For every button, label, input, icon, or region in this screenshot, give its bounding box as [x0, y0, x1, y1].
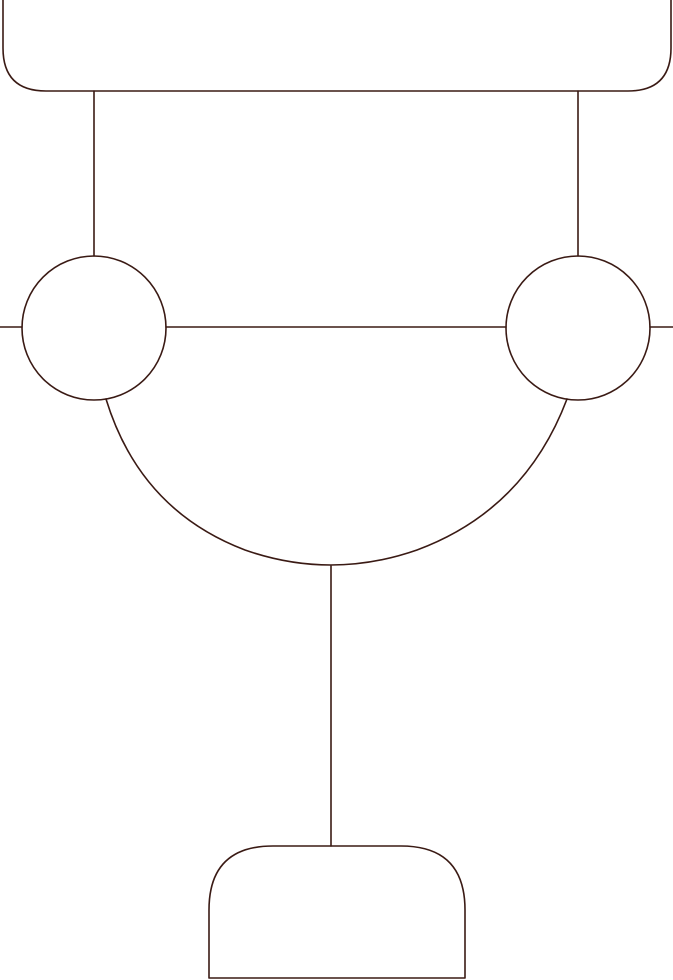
cup-base	[208, 845, 466, 979]
left-handle-circle	[21, 255, 167, 401]
right-handle-circle	[505, 255, 651, 401]
cup-bowl-arc	[105, 398, 568, 566]
cup-rim-bar	[2, 0, 672, 92]
